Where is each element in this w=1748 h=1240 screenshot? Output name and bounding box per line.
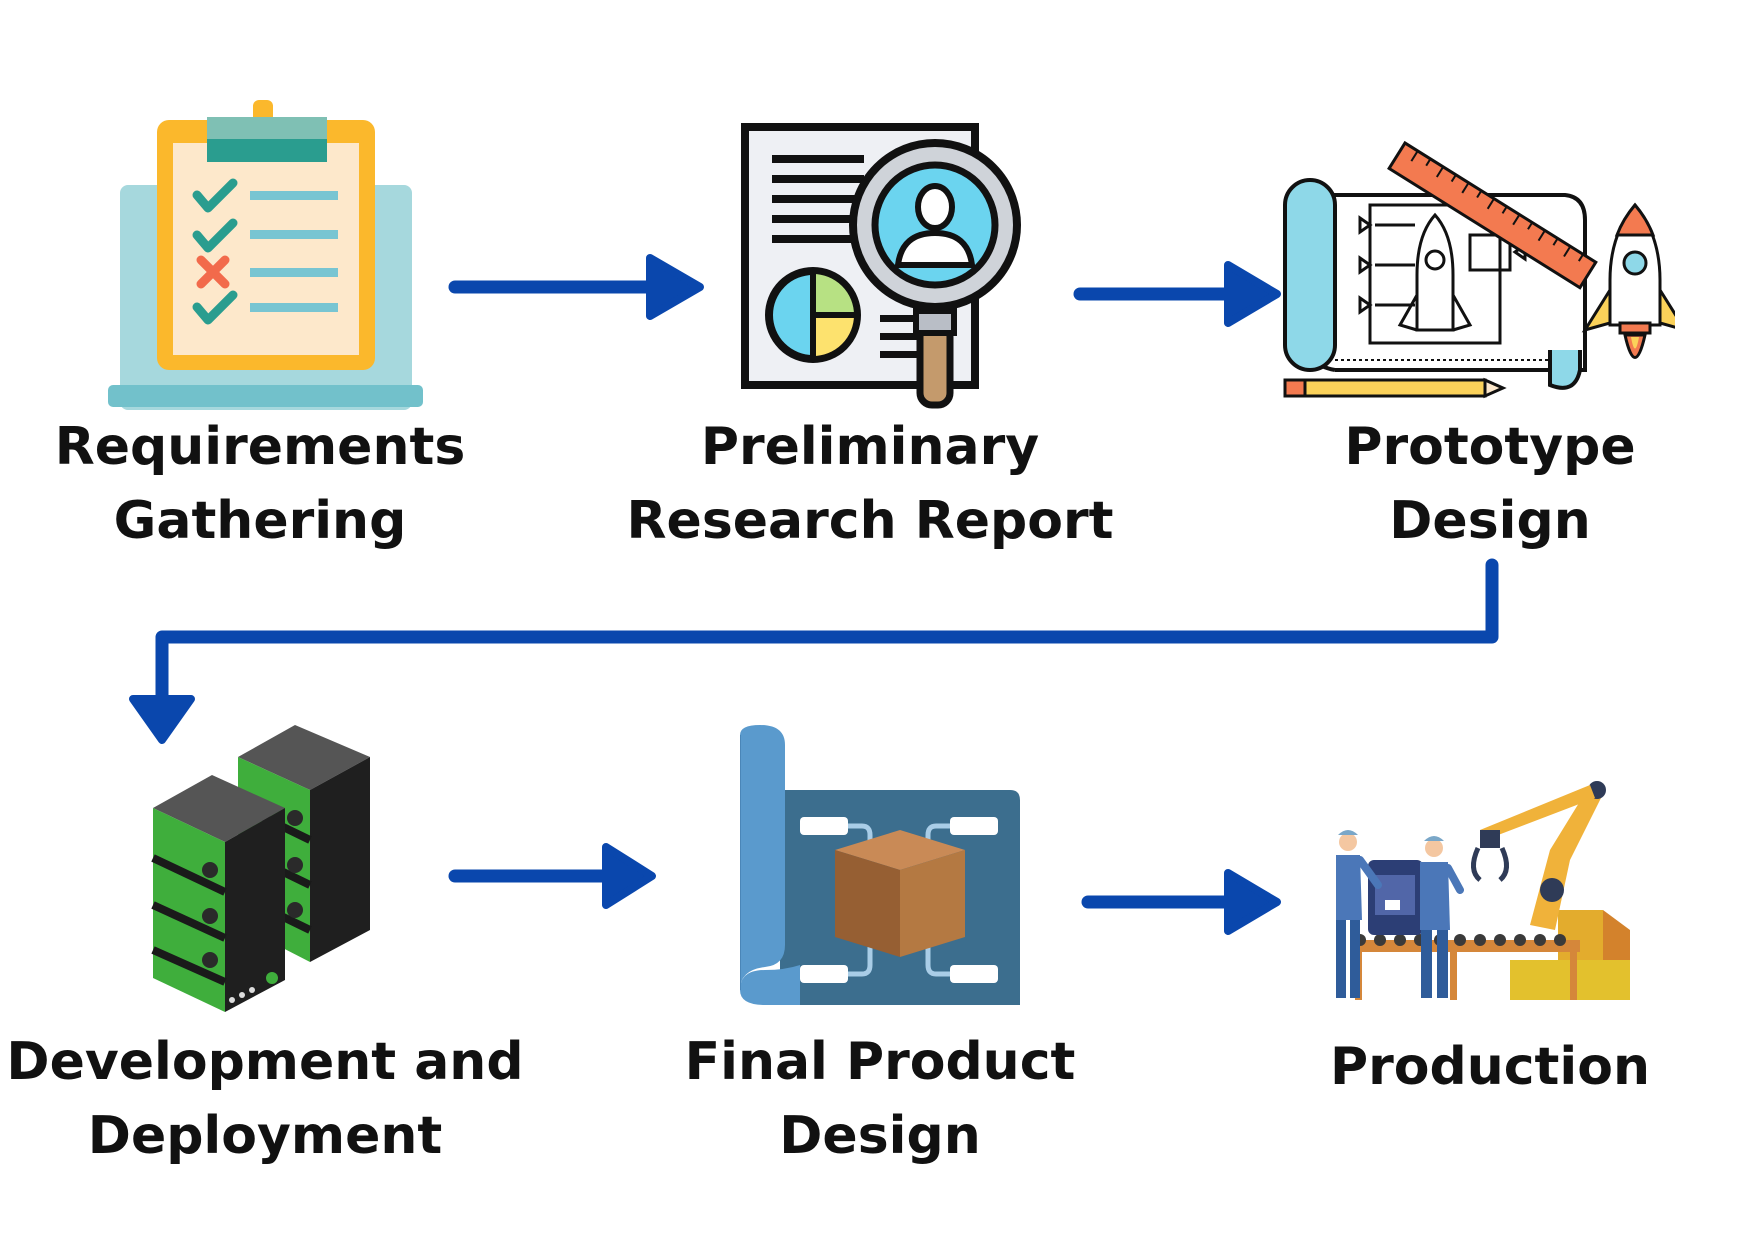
arrow-step5-to-step6 [1081, 869, 1281, 935]
step-label-development-and-deployment: Development and Deployment [5, 1025, 525, 1173]
arrow-step4-to-step5 [448, 843, 656, 909]
step-label-line: Prototype [1344, 417, 1636, 477]
step-label-preliminary-research-report: Preliminary Research Report [610, 410, 1130, 558]
step-label-line: Development and [6, 1032, 524, 1092]
product-blueprint-icon [740, 725, 1020, 1005]
server-racks-icon [151, 725, 370, 1012]
step-label-line: Gathering [113, 491, 407, 551]
step-label-line: Requirements [54, 417, 466, 477]
step-label-final-product-design: Final Product Design [660, 1025, 1100, 1173]
factory-robot-arm-icon [1336, 781, 1630, 1000]
clipboard-laptop-icon [108, 100, 423, 410]
research-report-icon [741, 123, 1021, 409]
step-label-line: Design [779, 1106, 981, 1166]
step-label-line: Deployment [87, 1106, 443, 1166]
arrow-step3-to-step4 [129, 558, 1499, 744]
step-label-line: Production [1330, 1037, 1650, 1097]
step-label-line: Design [1389, 491, 1591, 551]
step-label-prototype-design: Prototype Design [1270, 410, 1710, 558]
arrow-step1-to-step2 [448, 254, 704, 320]
step-label-line: Final Product [684, 1032, 1076, 1092]
step-label-production: Production [1270, 1030, 1710, 1104]
step-label-line: Research Report [626, 491, 1114, 551]
arrow-step2-to-step3 [1073, 261, 1281, 327]
step-label-line: Preliminary [700, 417, 1040, 477]
blueprint-rocket-icon [1283, 140, 1675, 399]
step-label-requirements-gathering: Requirements Gathering [40, 410, 480, 558]
